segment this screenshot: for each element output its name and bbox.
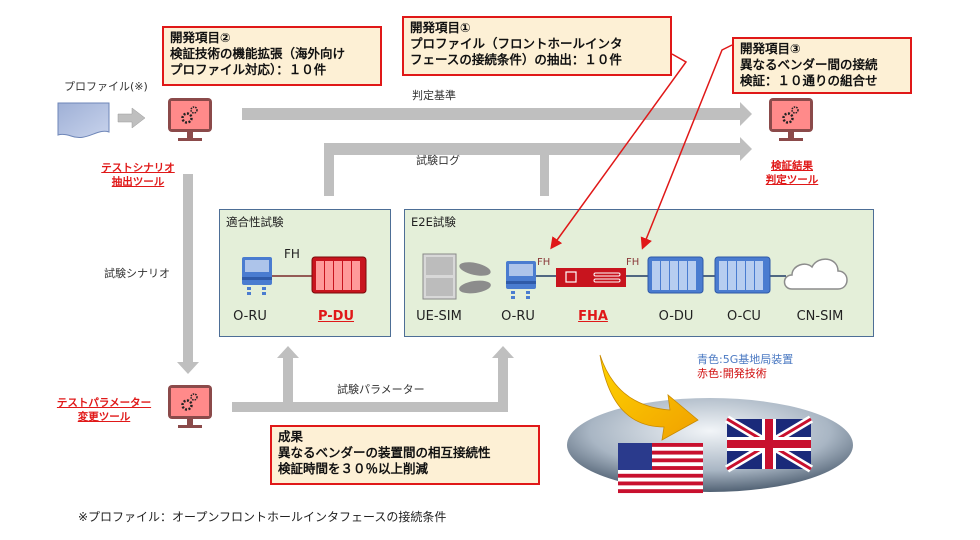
e2e-test-title: E2E試験: [411, 215, 456, 229]
e2e-devices: [422, 253, 848, 300]
monitor-gears-icon-judge[interactable]: [767, 96, 815, 144]
footnote: ※プロファイル：オープンフロントホールインタフェースの接続条件: [78, 510, 447, 524]
e2e-device-o-du: O-DU: [658, 309, 694, 324]
dev-item-1-title: 開発項目①: [410, 20, 471, 35]
criteria-label: 判定基準: [412, 89, 456, 102]
o-du-icon: [647, 256, 704, 294]
o-cu-icon: [714, 256, 771, 294]
result-judge-tool-label[interactable]: 検証結果 判定ツール: [765, 160, 819, 186]
document-icon: [57, 102, 110, 138]
test-scenario-label: 試験シナリオ: [104, 267, 170, 280]
profile-label: プロファイル(※): [64, 80, 148, 93]
antenna-icon-upper: [459, 262, 491, 276]
antenna-icon-lower: [459, 280, 491, 294]
dev-item-2-title: 開発項目②: [170, 30, 231, 45]
monitor-gears-icon-scenario[interactable]: [166, 96, 214, 144]
test-log-label: 試験ログ: [416, 154, 460, 167]
e2e-device-ue-sim: UE-SIM: [416, 309, 462, 324]
dev-item-2-callout: 開発項目② 検証技術の機能拡張（海外向け プロファイル対応）：１０件: [162, 26, 382, 86]
dev-item-3-callout: 開発項目③ 異なるベンダー間の接続 検証：１０通りの組合せ: [732, 37, 912, 94]
yellow-arrow-icon: [599, 354, 699, 441]
e2e-device-fha[interactable]: FHA: [578, 309, 608, 324]
conformance-devices: [242, 256, 367, 295]
profile-to-tool-arrow: [117, 107, 146, 129]
ue-sim-icon: [422, 253, 457, 300]
param-change-tool-label[interactable]: テストパラメーター 変更ツール: [56, 397, 152, 423]
e2e-device-o-cu: O-CU: [727, 309, 761, 324]
dev-item-3-title: 開発項目③: [740, 41, 801, 56]
test-scenario-arrow: [177, 174, 199, 374]
e2e-o-ru-icon: [506, 261, 536, 299]
result-title: 成果: [278, 429, 304, 444]
pointer-dev1: [550, 53, 688, 250]
criteria-arrow: [242, 102, 752, 126]
test-params-label: 試験パラメーター: [337, 383, 425, 396]
o-ru-icon: [242, 257, 272, 295]
globe-illustration: [567, 354, 853, 494]
scenario-extract-tool-label[interactable]: テストシナリオ 抽出ツール: [101, 162, 175, 188]
e2e-device-o-ru: O-RU: [501, 309, 535, 324]
conformance-fh-label: FH: [284, 247, 300, 261]
legend: 青色:5G基地局装置 赤色:開発技術: [697, 353, 793, 381]
test-params-arrow: [232, 346, 514, 412]
monitor-gears-icon-param[interactable]: [166, 383, 214, 431]
conformance-device-p-du[interactable]: P-DU: [317, 309, 355, 324]
pointer-dev3: [640, 44, 733, 250]
legend-blue: 青色:5G基地局装置: [697, 353, 794, 366]
conformance-device-o-ru: O-RU: [233, 309, 267, 324]
e2e-fh-label-1: FH: [537, 257, 551, 268]
uk-flag-icon: [724, 415, 814, 473]
test-log-arrow: [324, 137, 752, 196]
legend-red: 赤色:開発技術: [697, 367, 767, 380]
cloud-icon: [783, 258, 848, 290]
p-du-icon: [311, 256, 367, 294]
e2e-fh-label-2: FH: [626, 257, 640, 268]
result-callout: 成果 異なるベンダーの装置間の相互接続性 検証時間を３０％以上削減: [270, 425, 540, 485]
fha-icon: [556, 268, 626, 287]
e2e-device-cn-sim: CN-SIM: [796, 309, 844, 324]
dev-item-1-callout: 開発項目① プロファイル（フロントホールインタ フェースの接続条件）の抽出：１０…: [402, 16, 672, 76]
conformance-test-title: 適合性試験: [226, 215, 284, 229]
usa-flag-icon: [618, 443, 703, 494]
